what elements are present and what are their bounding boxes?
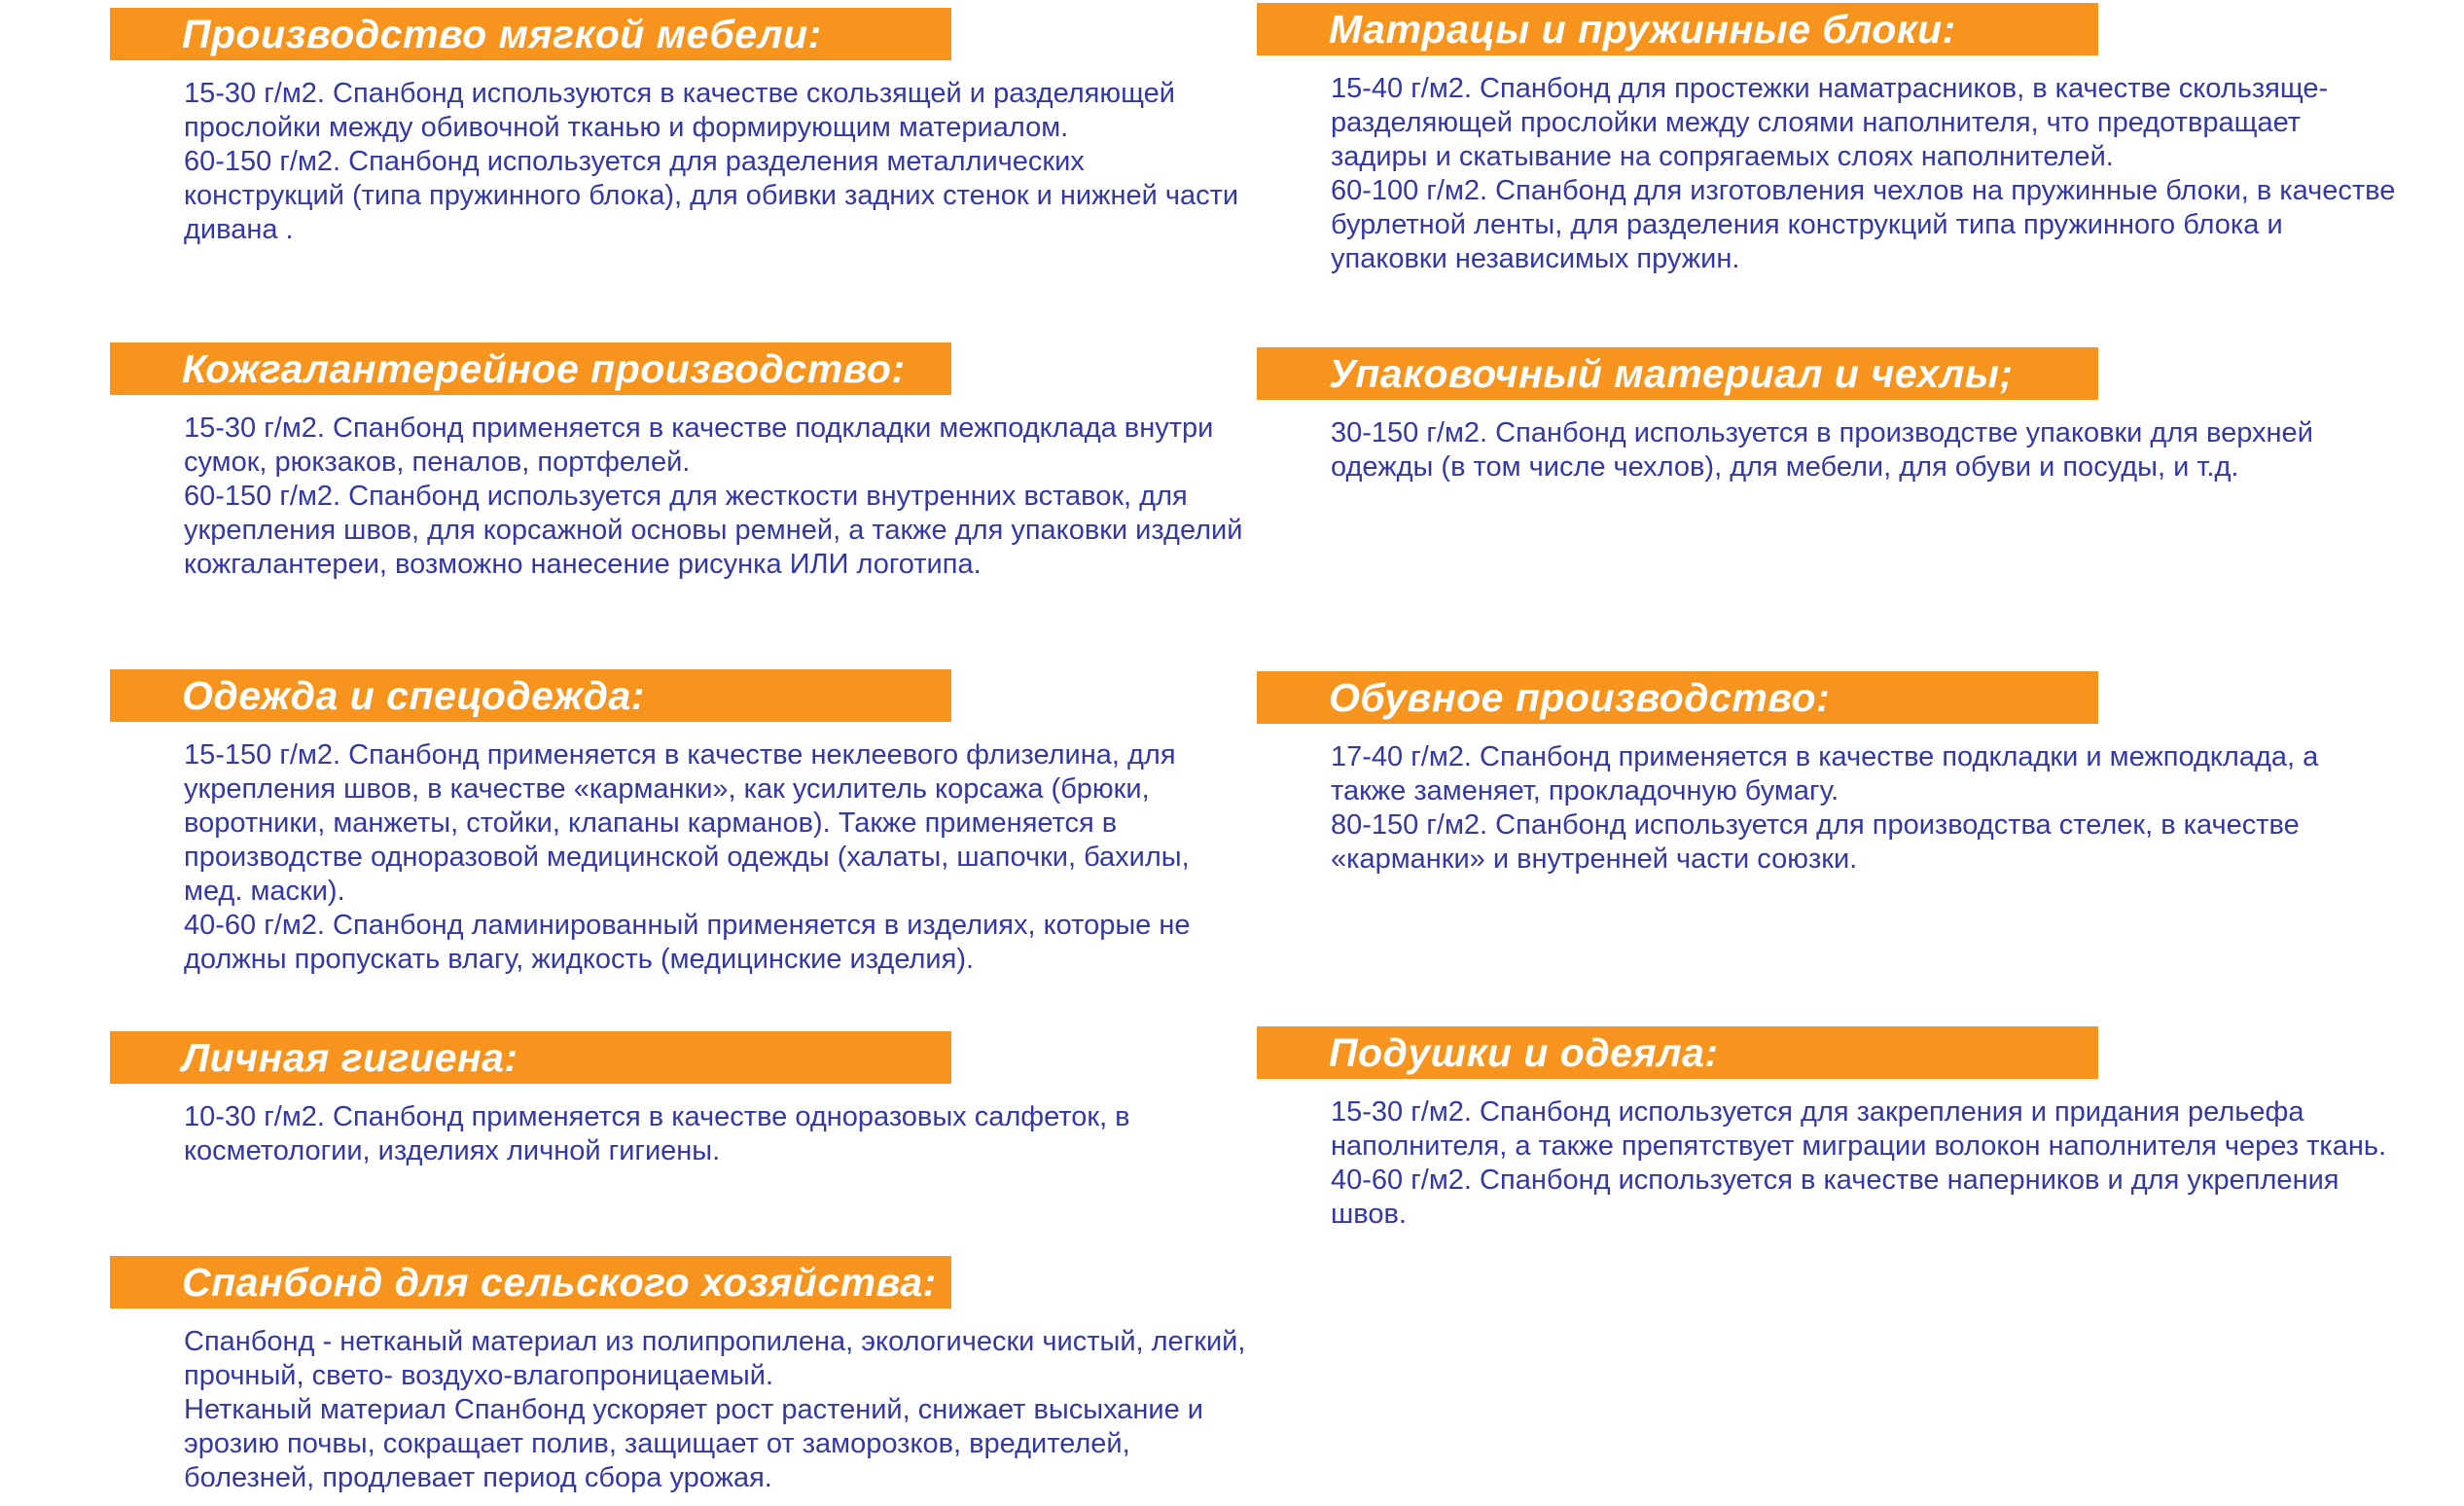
section-soft-furniture: Производство мягкой мебели: 15-30 г/м2. …: [110, 8, 1250, 247]
section-title: Матрацы и пружинные блоки:: [1329, 6, 1956, 52]
section-body: 15-30 г/м2. Спанбонд применяется в качес…: [110, 395, 1250, 582]
section-leather-goods: Кожгалантерейное производство: 15-30 г/м…: [110, 342, 1250, 582]
section-paragraph: 30-150 г/м2. Спанбонд используется в про…: [1331, 417, 2313, 483]
section-title: Кожгалантерейное производство:: [182, 345, 906, 391]
section-header-bar: Матрацы и пружинные блоки:: [1257, 3, 2098, 55]
section-agriculture: Спанбонд для сельского хозяйства: Спанбо…: [110, 1256, 1250, 1495]
section-title: Личная гигиена:: [182, 1034, 518, 1080]
section-paragraph: 40-60 г/м2. Спанбонд ламинированный прим…: [184, 910, 1191, 975]
section-body: 15-30 г/м2. Спанбонд используются в каче…: [110, 60, 1250, 247]
section-title: Подушки и одеяла:: [1329, 1029, 1719, 1075]
section-title: Упаковочный материал и чехлы;: [1329, 350, 2014, 396]
section-paragraph: 60-150 г/м2. Спанбонд используется для р…: [184, 146, 1239, 245]
section-paragraph: Спанбонд - нетканый материал из полипроп…: [184, 1326, 1246, 1391]
section-paragraph: 10-30 г/м2. Спанбонд применяется в качес…: [184, 1101, 1130, 1166]
section-title: Одежда и спецодежда:: [182, 672, 645, 718]
section-personal-hygiene: Личная гигиена: 10-30 г/м2. Спанбонд при…: [110, 1031, 1250, 1168]
section-paragraph: 15-40 г/м2. Спанбонд для простежки намат…: [1331, 73, 2329, 172]
section-title: Спанбонд для сельского хозяйства:: [182, 1259, 937, 1305]
section-paragraph: 60-100 г/м2. Спанбонд для изготовления ч…: [1331, 175, 2396, 274]
section-header-bar: Кожгалантерейное производство:: [110, 342, 951, 395]
section-pillows-blankets: Подушки и одеяла: 15-30 г/м2. Спанбонд и…: [1257, 1026, 2405, 1232]
section-paragraph: 40-60 г/м2. Спанбонд используется в каче…: [1331, 1165, 2339, 1230]
section-body: 15-150 г/м2. Спанбонд применяется в каче…: [110, 722, 1250, 977]
section-body: Спанбонд - нетканый материал из полипроп…: [110, 1309, 1250, 1495]
section-header-bar: Одежда и спецодежда:: [110, 669, 951, 722]
section-header-bar: Обувное производство:: [1257, 671, 2098, 724]
section-clothing: Одежда и спецодежда: 15-150 г/м2. Спанбо…: [110, 669, 1250, 977]
section-body: 15-30 г/м2. Спанбонд используется для за…: [1257, 1079, 2405, 1232]
section-paragraph: 17-40 г/м2. Спанбонд применяется в качес…: [1331, 741, 2319, 807]
section-body: 30-150 г/м2. Спанбонд используется в про…: [1257, 400, 2405, 484]
section-packaging: Упаковочный материал и чехлы; 30-150 г/м…: [1257, 347, 2405, 484]
section-paragraph: Нетканый материал Спанбонд ускоряет рост…: [184, 1394, 1203, 1493]
section-title: Производство мягкой мебели:: [182, 11, 822, 56]
section-paragraph: 15-30 г/м2. Спанбонд применяется в качес…: [184, 412, 1214, 478]
section-header-bar: Подушки и одеяла:: [1257, 1026, 2098, 1079]
section-paragraph: 80-150 г/м2. Спанбонд используется для п…: [1331, 809, 2300, 875]
section-paragraph: 15-30 г/м2. Спанбонд используется для за…: [1331, 1096, 2387, 1162]
section-body: 15-40 г/м2. Спанбонд для простежки намат…: [1257, 55, 2405, 276]
section-footwear: Обувное производство: 17-40 г/м2. Спанбо…: [1257, 671, 2405, 877]
section-paragraph: 15-30 г/м2. Спанбонд используются в каче…: [184, 78, 1175, 143]
section-header-bar: Производство мягкой мебели:: [110, 8, 951, 60]
section-title: Обувное производство:: [1329, 674, 1831, 720]
section-mattresses: Матрацы и пружинные блоки: 15-40 г/м2. С…: [1257, 3, 2405, 276]
section-paragraph: 60-150 г/м2. Спанбонд используется для ж…: [184, 481, 1243, 580]
section-header-bar: Спанбонд для сельского хозяйства:: [110, 1256, 951, 1309]
section-header-bar: Личная гигиена:: [110, 1031, 951, 1084]
section-body: 17-40 г/м2. Спанбонд применяется в качес…: [1257, 724, 2405, 877]
section-paragraph: 15-150 г/м2. Спанбонд применяется в каче…: [184, 739, 1190, 907]
section-header-bar: Упаковочный материал и чехлы;: [1257, 347, 2098, 400]
section-body: 10-30 г/м2. Спанбонд применяется в качес…: [110, 1084, 1250, 1168]
